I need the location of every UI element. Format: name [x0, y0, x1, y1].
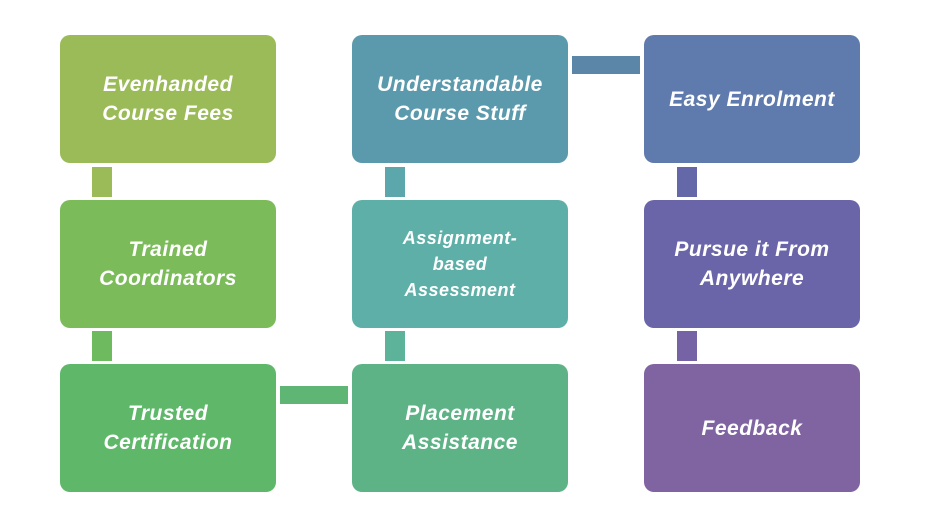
box-pursue-it-from-anywhere: Pursue it From Anywhere — [644, 200, 860, 328]
connector-col3-bottom — [677, 331, 697, 361]
connector-col1-top — [92, 167, 112, 197]
box-placement-assistance: Placement Assistance — [352, 364, 568, 492]
box-assignment-based-assessment: Assignment-based Assessment — [352, 200, 568, 328]
box-label: Trained Coordinators — [99, 238, 237, 290]
box-trusted-certification: Trusted Certification — [60, 364, 276, 492]
box-label: Pursue it From Anywhere — [674, 238, 830, 290]
box-feedback: Feedback — [644, 364, 860, 492]
connector-top-horizontal — [572, 56, 640, 74]
connector-bottom-horizontal — [280, 386, 348, 404]
box-label: Placement Assistance — [402, 402, 518, 454]
connector-col1-bottom — [92, 331, 112, 361]
box-easy-enrolment: Easy Enrolment — [644, 35, 860, 163]
connector-col2-bottom — [385, 331, 405, 361]
box-label: Understandable Course Stuff — [377, 73, 543, 125]
box-trained-coordinators: Trained Coordinators — [60, 200, 276, 328]
box-label: Easy Enrolment — [669, 87, 835, 111]
box-label: Evenhanded Course Fees — [102, 73, 234, 125]
box-label: Trusted Certification — [103, 402, 233, 454]
box-label: Feedback — [701, 416, 803, 440]
connector-col3-top — [677, 167, 697, 197]
box-evenhanded-course-fees: Evenhanded Course Fees — [60, 35, 276, 163]
box-understandable-course-stuff: Understandable Course Stuff — [352, 35, 568, 163]
box-label: Assignment-based Assessment — [402, 228, 518, 300]
connector-col2-top — [385, 167, 405, 197]
